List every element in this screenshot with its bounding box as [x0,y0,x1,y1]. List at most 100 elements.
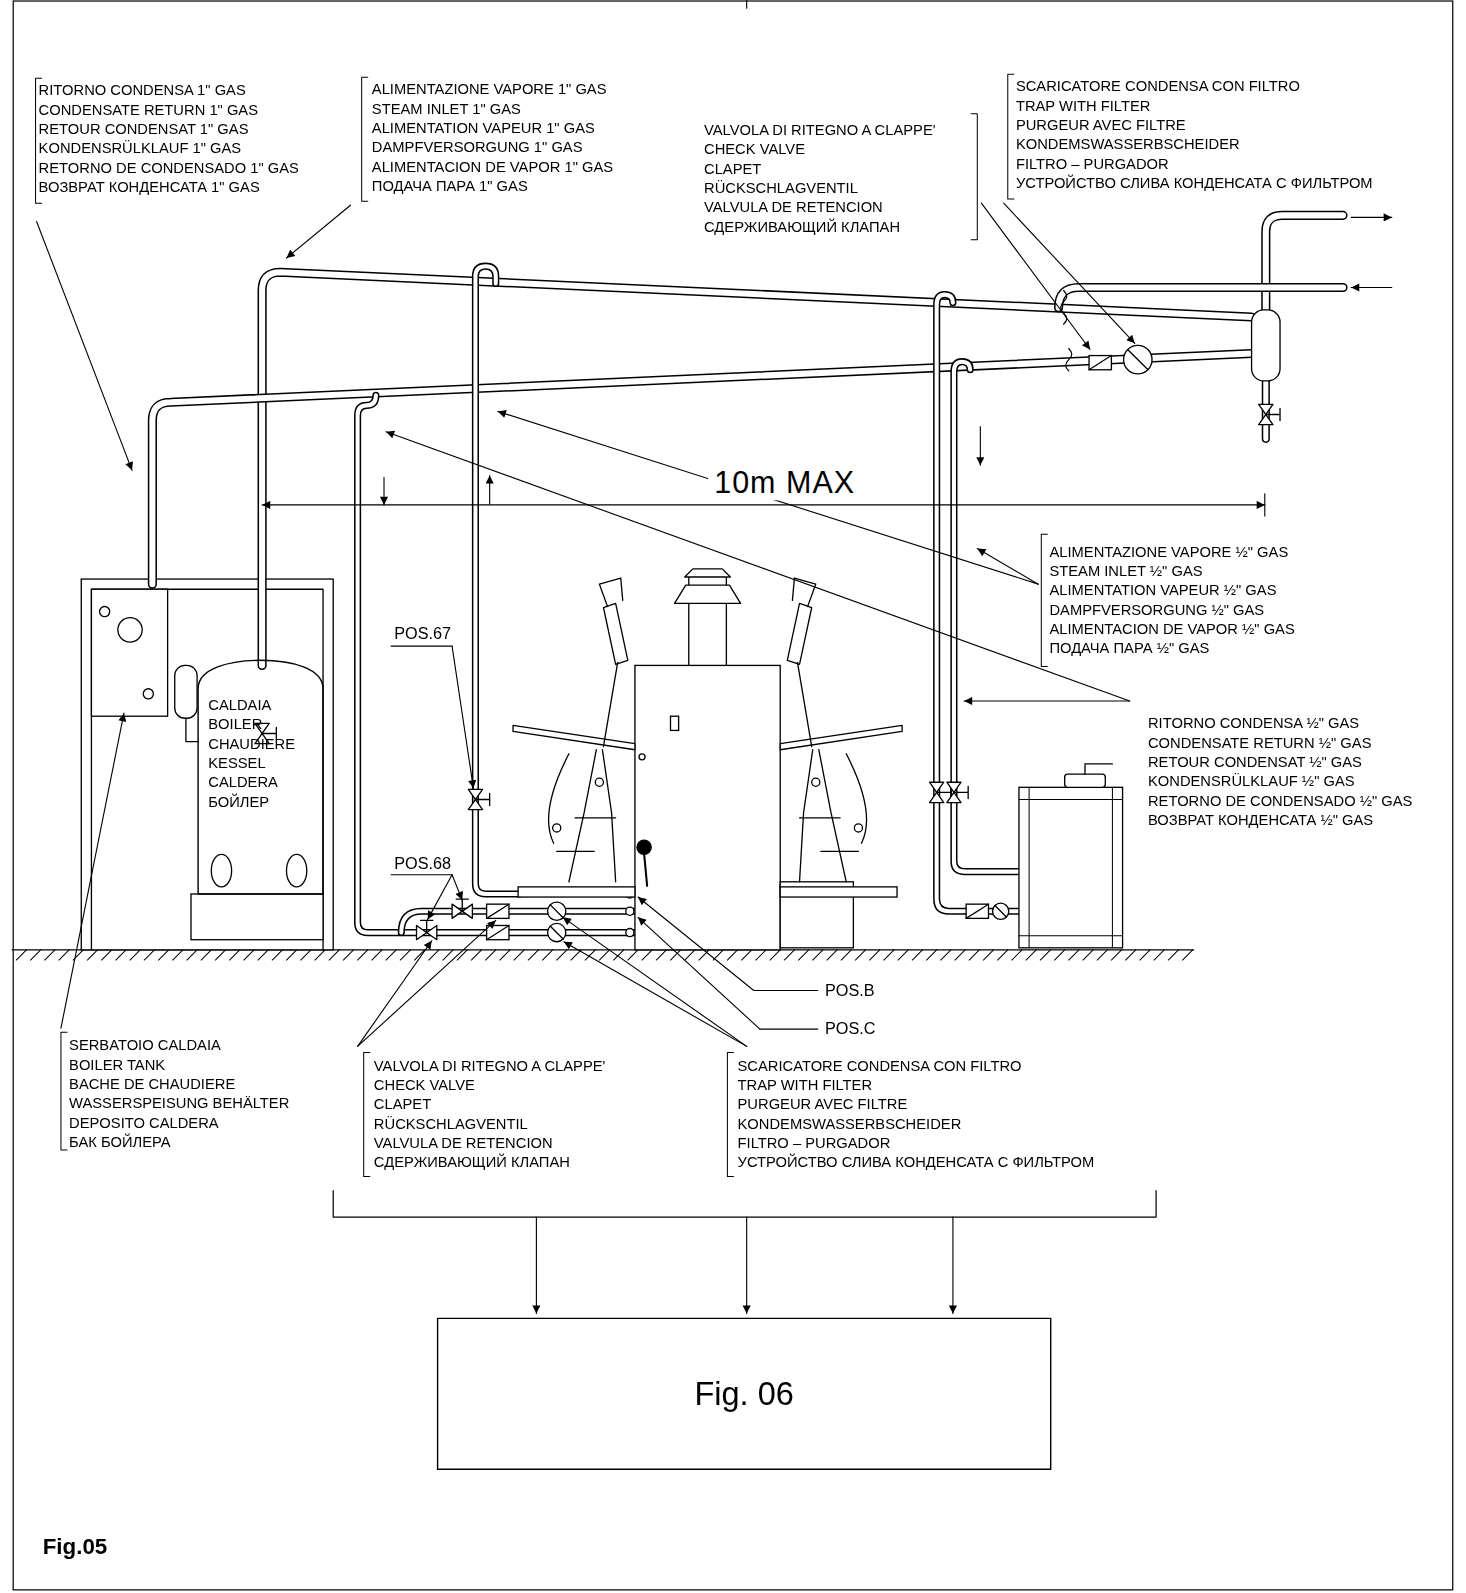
leader-underline [391,874,452,875]
callout-text: KONDEMSWASSERBSCHEIDER [1016,135,1240,154]
leader-line [386,432,1130,701]
leader-line [358,941,432,1047]
callout-text: ВОЗВРАТ КОНДЕНСАТА ½" GAS [1148,811,1373,830]
boiler-base [191,894,323,940]
callout-text: CHECK VALVE [704,140,805,159]
boiler-label: CALDERA [208,773,323,792]
check-valve-disc [487,925,509,939]
callout-text: CHECK VALVE [374,1076,475,1095]
lever-knob [637,840,651,854]
pipe [1266,215,1343,309]
callout-text: STEAM INLET ½" GAS [1049,562,1202,581]
callout-text: VALVOLA DI RITEGNO A CLAPPE' [374,1057,605,1076]
leader-line [760,1029,818,1030]
dimension-extension [1264,494,1265,516]
callout-text: KONDEMSWASSERBSCHEIDER [738,1114,962,1133]
tank-ribs [1019,787,1123,948]
callout-text: RETORNO DE CONDENSADO 1" GAS [39,158,299,177]
position-label: POS.C [825,1019,876,1039]
pointer-arrow [746,1217,747,1314]
chimney-cap [685,569,731,577]
floor-hatch [16,950,1192,960]
callout-text: RITORNO CONDENSA ½" GAS [1148,714,1359,733]
pipe [358,395,634,932]
pipe [1059,287,1343,307]
arm-knob [854,824,862,832]
boiler-label: БОЙЛЕР [208,792,323,811]
callout-text: ALIMENTAZIONE VAPORE ½" GAS [1049,542,1288,561]
check-valve-symbol [1089,356,1111,370]
callout-bracket [1008,74,1014,199]
callout-text: VALVOLA DI RITEGNO A CLAPPE' [704,121,935,140]
callout-text: FILTRO – PURGADOR [1016,154,1169,173]
separator [1252,310,1280,381]
callout-text: ВОЗВРАТ КОНДЕНСАТА 1" GAS [39,178,260,197]
valve-handle [456,899,468,911]
valve-handle [937,786,951,798]
leader-line [286,205,350,258]
callout-text: RETOUR CONDENSAT 1" GAS [39,120,249,139]
flow-arrow [1351,287,1392,288]
sheet-border [13,1,1453,1590]
pipe-bore [1266,215,1343,309]
callout-text: VALVULA DE RETENCION [704,198,883,217]
callout-text: PURGEUR AVEC FILTRE [1016,116,1186,135]
callout-text: BACHE DE CHAUDIERE [69,1075,235,1094]
callout-text: FILTRO – PURGADOR [738,1134,891,1153]
leader-line [564,942,747,1047]
flow-arrow [383,477,384,504]
iron-handle [599,578,622,606]
leader-line [428,875,452,920]
callout-bracket [971,114,977,240]
check-valve-disc [487,904,509,918]
leader-line [358,920,496,1046]
boiler-label: CALDAIA [208,696,323,715]
pipe-bore [475,266,520,894]
check-valve-disc [966,904,988,918]
callout-text: ALIMENTACION DE VAPOR ½" GAS [1049,620,1294,639]
leader-line [964,700,1130,701]
valve-handle [475,793,489,805]
box-border [438,1318,1051,1469]
callout-text: СДЕРЖИВАЮЩИЙ КЛАПАН [374,1153,570,1172]
leader-line [452,646,473,788]
dimension-label: 10m MAX [708,465,861,500]
pipe [475,266,520,894]
arm-mast [603,662,617,746]
break-mark [1061,291,1067,325]
callout-text: KONDENSRÜLKLAUF 1" GAS [39,139,242,158]
pointer-arrow [952,1217,953,1314]
connection-point [626,929,634,937]
flow-arrow [1351,217,1392,218]
callout-text: RITORNO CONDENSA 1" GAS [39,81,246,100]
panel-gauge [118,618,142,642]
tank-spout [1085,764,1112,774]
arm-struts [569,750,616,882]
column-switch [670,716,678,730]
figure-reference-box: Fig. 06 [437,1318,1052,1470]
vessel-pipe [186,718,198,741]
valve-handle [954,786,968,798]
leader-line [37,221,132,470]
boiler-shell [198,660,323,894]
callout-text: RETOUR CONDENSAT ½" GAS [1148,753,1362,772]
flow-arrow [980,427,981,466]
position-label: POS.68 [394,853,451,873]
trap-filter-line [1128,350,1148,370]
boiler-label: KESSEL [208,754,323,773]
pipe-bore [358,395,634,932]
leader-line [1004,203,1135,343]
boiler-inspection-hole [211,854,231,887]
arm-knob [595,778,603,786]
arm-crossbar [557,818,616,852]
callout-text: СДЕРЖИВАЮЩИЙ КЛАПАН [704,217,900,236]
boiler-body: CALDAIABOILERCHAUDIEREKESSELCALDERAБОЙЛЕ… [198,660,323,894]
pointer-arrow [536,1217,537,1314]
iron-handle [792,578,815,606]
leader-line [498,411,1038,584]
arm-boom [780,725,902,749]
valve-handle [421,920,433,932]
steam-iron [787,603,811,664]
callout-text: ALIMENTATION VAPEUR 1" GAS [372,119,595,138]
